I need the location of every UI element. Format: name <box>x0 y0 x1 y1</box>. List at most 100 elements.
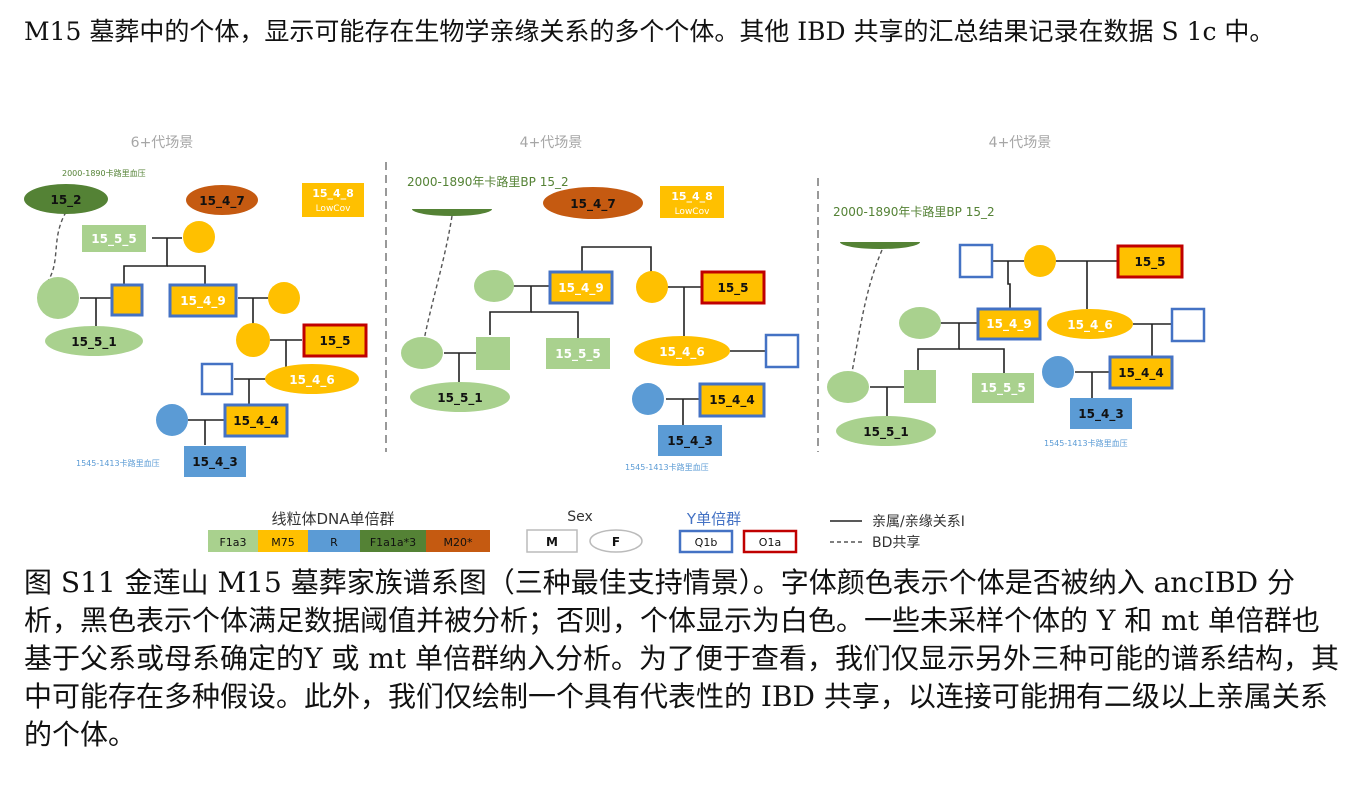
individual-15-5-label: 15_5 <box>1134 255 1165 270</box>
individual-15-4-9 <box>976 307 1042 341</box>
individual-15-5-label: 15_5 <box>717 281 748 296</box>
date-top-label: 2000-1890卡路里血压 <box>62 168 146 178</box>
individual-15-4-9 <box>168 283 238 318</box>
individual-15-5 <box>302 323 368 358</box>
mt-swatch-M20 <box>426 530 490 552</box>
individual-15-4-4-label: 15_4_4 <box>233 414 278 429</box>
individual-15-5-1-label: 15_5_1 <box>437 391 482 406</box>
sex-legend-title: Sex <box>567 509 593 525</box>
individual-15-4-3-label: 15_4_3 <box>667 434 712 449</box>
female-unsampled <box>632 383 664 415</box>
individual-15-5-1-label: 15_5_1 <box>863 425 908 440</box>
individual-15-5-5-label: 15_5_5 <box>91 232 136 247</box>
individual-15-5-1-label: 15_5_1 <box>71 335 116 350</box>
date-bottom-label: 1545-1413卡路里血压 <box>76 458 160 468</box>
panel-3: 2000-1890年卡路里BP 15_2 15_5 15_4_9 15_4_6 <box>827 204 1206 448</box>
panel-2-title: 4+代场景 <box>520 135 583 151</box>
female-unsampled <box>401 337 443 369</box>
male-unsampled <box>904 370 936 403</box>
sex-female-symbol <box>589 529 643 553</box>
individual-15-4-7 <box>186 185 258 215</box>
individual-15-5 <box>700 270 766 305</box>
individual-15-4-4 <box>1108 355 1174 390</box>
mt-item-label: M75 <box>271 536 295 549</box>
y-legend-title: Y单倍群 <box>686 510 741 528</box>
individual-15-2-label: 15_2 <box>50 193 81 208</box>
individual-15-4-6 <box>265 364 359 394</box>
mt-swatch-R <box>308 530 360 552</box>
mt-item-label: M20* <box>444 536 473 549</box>
female-unsampled <box>183 221 215 253</box>
female-unsampled <box>474 270 514 302</box>
individual-15-4-6-label: 15_4_6 <box>659 345 704 360</box>
individual-15-5-label: 15_5 <box>319 334 350 349</box>
individual-15-4-7-label: 15_4_7 <box>570 197 615 212</box>
panel-2: 2000-1890年卡路里BP 15_2 15_4_7 15_4_8 LowCo… <box>401 174 800 472</box>
female-unsampled <box>268 282 300 314</box>
individual-15-4-3 <box>1070 398 1132 429</box>
individual-15-5-1 <box>836 416 936 446</box>
individual-15-4-3 <box>658 425 722 456</box>
date-top-label: 2000-1890年卡路里BP 15_2 <box>407 174 569 189</box>
individual-15-4-3-label: 15_4_3 <box>1078 407 1123 422</box>
individual-15-4-8 <box>302 183 364 217</box>
individual-15-4-7 <box>543 187 643 219</box>
ibd-ellipse-cut <box>840 242 920 249</box>
male-unsampled <box>110 283 144 317</box>
individual-15-5-5-label: 15_5_5 <box>555 347 600 362</box>
y-swatch-Q1b <box>678 529 734 554</box>
individual-15-4-9-label: 15_4_9 <box>558 281 603 296</box>
female-unsampled <box>636 271 668 303</box>
individual-15-4-9 <box>548 270 614 305</box>
individual-15-4-8 <box>660 186 724 218</box>
individual-15-4-6 <box>634 336 730 366</box>
individual-15-4-7-label: 15_4_7 <box>199 194 244 209</box>
lowcov-label: LowCov <box>675 207 711 217</box>
individual-15-4-8-label: 15_4_8 <box>312 187 354 200</box>
ibd-legend-label: BD共享 <box>872 534 920 551</box>
individual-15-5-5 <box>972 373 1034 403</box>
female-unsampled <box>156 404 188 436</box>
ibd-ellipse-cut <box>412 209 492 216</box>
mt-item-label: R <box>330 536 338 549</box>
mt-swatch-M75 <box>258 530 308 552</box>
individual-15-4-4-label: 15_4_4 <box>709 393 754 408</box>
panel-3-title: 4+代场景 <box>989 135 1052 151</box>
y-item-label: Q1b <box>695 536 718 549</box>
ibd-sharing-line <box>423 215 453 341</box>
individual-15-5 <box>1116 244 1184 279</box>
male-unsampled <box>1170 307 1206 343</box>
date-top-label: 2000-1890年卡路里BP 15_2 <box>833 204 995 219</box>
female-unsampled <box>1024 245 1056 277</box>
individual-15-4-6-label: 15_4_6 <box>1067 318 1112 333</box>
individual-15-4-6-label: 15_4_6 <box>289 373 334 388</box>
individual-15-5-1 <box>45 326 143 356</box>
individual-15-4-8-label: 15_4_8 <box>671 190 713 203</box>
individual-15-4-4 <box>223 403 289 438</box>
sex-female-label: F <box>612 535 620 549</box>
male-unsampled <box>764 333 800 369</box>
male-unsampled <box>958 243 994 279</box>
individual-15-5-5 <box>82 225 146 252</box>
individual-15-5-1 <box>410 382 510 412</box>
y-swatch-O1a <box>742 529 798 554</box>
individual-15-5-5-label: 15_5_5 <box>980 381 1025 396</box>
panel-1: 2000-1890卡路里血压 15_2 15_4_7 15_4_8 LowCov <box>24 168 368 477</box>
intro-paragraph: M15 墓葬中的个体，显示可能存在生物学亲缘关系的多个个体。其他 IBD 共享的… <box>24 17 1275 46</box>
male-unsampled <box>476 337 510 370</box>
panel-1-title: 6+代场景 <box>131 135 194 151</box>
individual-15-4-9-label: 15_4_9 <box>180 294 225 309</box>
sex-male-symbol <box>526 529 578 553</box>
date-bottom-label: 1545-1413卡路里血压 <box>1044 438 1128 448</box>
sex-male-label: M <box>546 535 558 549</box>
individual-15-4-3 <box>184 446 246 477</box>
female-unsampled <box>37 277 79 319</box>
individual-15-4-4 <box>698 382 766 418</box>
y-item-label: O1a <box>759 536 781 549</box>
female-unsampled <box>899 307 941 339</box>
mt-swatch-F1a1a3 <box>360 530 426 552</box>
mt-swatch-F1a3 <box>208 530 258 552</box>
mt-item-label: F1a1a*3 <box>370 536 416 549</box>
lowcov-label: LowCov <box>316 204 352 214</box>
individual-15-4-9-label: 15_4_9 <box>986 317 1031 332</box>
